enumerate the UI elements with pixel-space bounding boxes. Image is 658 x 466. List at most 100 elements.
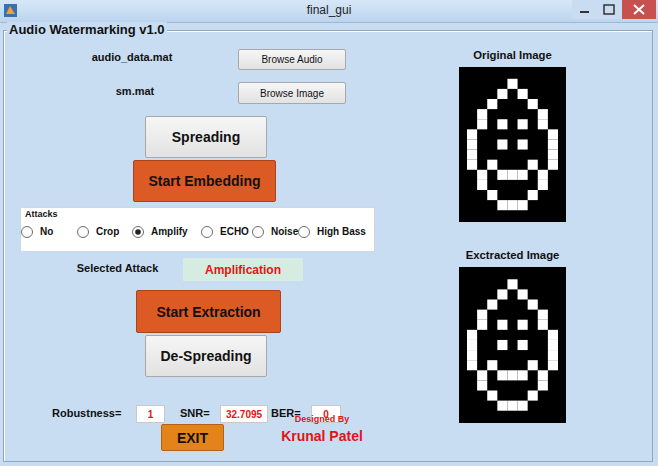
- pixel: [497, 340, 507, 350]
- pixel: [477, 380, 487, 390]
- pixel: [548, 139, 558, 149]
- pixel: [497, 89, 507, 99]
- pixel: [518, 170, 528, 180]
- pixel: [487, 300, 497, 310]
- pixel: [538, 320, 548, 330]
- group-title: Attacks: [25, 209, 58, 219]
- pixel: [528, 360, 538, 370]
- pixel: [538, 180, 548, 190]
- radio-circle: [22, 227, 33, 238]
- image-canvas: [459, 67, 566, 222]
- push-button: Start Extraction: [136, 290, 281, 333]
- radio-circle: [253, 227, 264, 238]
- field-label: sm.mat: [80, 85, 190, 97]
- close-glyph: [634, 5, 644, 14]
- field-label: Selected Attack: [55, 262, 180, 274]
- pixel: [487, 160, 497, 170]
- button-label: Start Extraction: [156, 304, 260, 320]
- pixel: [518, 289, 528, 299]
- pixel: [467, 139, 477, 149]
- push-button: EXIT: [161, 424, 224, 451]
- push-button: Spreading: [145, 116, 267, 158]
- pixel: [467, 330, 477, 340]
- pixel: [507, 279, 517, 289]
- pixel: [497, 401, 507, 411]
- minimize-glyph: [580, 11, 589, 13]
- field-label: Robustness=: [52, 407, 134, 419]
- pixel: [518, 370, 528, 380]
- pixel: [477, 370, 487, 380]
- app-icon: [4, 4, 17, 17]
- value-text: 1: [148, 409, 154, 420]
- credit-text: Designed By: [282, 414, 362, 424]
- status-text: Amplification: [205, 263, 281, 277]
- close-button: [622, 0, 656, 19]
- pixel: [497, 370, 507, 380]
- radio-circle: [78, 227, 89, 238]
- pixel: [497, 119, 507, 129]
- pixel: [538, 170, 548, 180]
- pixel: [497, 139, 507, 149]
- pixel: [477, 119, 487, 129]
- image-title: Original Image: [459, 49, 566, 61]
- radio-label: Crop: [96, 226, 132, 237]
- pixel: [487, 99, 497, 109]
- radio-label: Noise: [271, 226, 304, 237]
- pixel: [497, 200, 507, 210]
- pixel: [528, 160, 538, 170]
- pixel: [548, 160, 558, 170]
- value-box: 1: [136, 405, 165, 423]
- pixel: [497, 170, 507, 180]
- pixel: [477, 310, 487, 320]
- pixel: [467, 360, 477, 370]
- pixel: [528, 99, 538, 109]
- pixel: [548, 150, 558, 160]
- pixel: [548, 360, 558, 370]
- pixel: [518, 119, 528, 129]
- pixel: [467, 129, 477, 139]
- radio-dot: [135, 229, 141, 235]
- pixel: [548, 340, 558, 350]
- pixel: [528, 300, 538, 310]
- button-label: Browse Audio: [261, 54, 322, 65]
- app-icon-shape: [6, 6, 15, 14]
- pixel: [538, 370, 548, 380]
- pixel: [477, 320, 487, 330]
- value-text: 32.7095: [226, 409, 262, 420]
- maximize-glyph: [604, 5, 614, 14]
- maximize-button: [597, 0, 622, 19]
- radio-circle: [133, 227, 144, 238]
- radio-circle: [299, 227, 310, 238]
- pixel: [497, 320, 507, 330]
- pixel: [518, 89, 528, 99]
- button-label: Spreading: [172, 129, 240, 145]
- pixel: [528, 391, 538, 401]
- pixel: [538, 109, 548, 119]
- radio-label: High Bass: [317, 226, 373, 237]
- pixel-image: [459, 67, 566, 222]
- pixel: [518, 320, 528, 330]
- pixel: [497, 289, 507, 299]
- image-title: Exctracted Image: [459, 249, 566, 261]
- pixel: [477, 170, 487, 180]
- push-button: Start Embedding: [133, 160, 276, 202]
- image-axes: Exctracted Image: [459, 249, 566, 423]
- radio-label: No: [40, 226, 70, 237]
- button-label: De-Spreading: [160, 348, 251, 364]
- pixel: [528, 190, 538, 200]
- pixel: [507, 200, 517, 210]
- pixel: [518, 401, 528, 411]
- push-button: Browse Image: [238, 82, 346, 104]
- pixel: [477, 180, 487, 190]
- panel-title: Audio Watermarking v1.0: [7, 22, 167, 37]
- radio-group: AttacksNoCropAmplifyECHONoiseHigh Bass: [20, 207, 375, 252]
- pixel: [548, 350, 558, 360]
- pixel: [487, 391, 497, 401]
- button-label: EXIT: [177, 430, 208, 446]
- pixel: [487, 190, 497, 200]
- button-label: Browse Image: [260, 88, 324, 99]
- pixel: [467, 160, 477, 170]
- pixel: [538, 119, 548, 129]
- pixel: [507, 170, 517, 180]
- pixel: [477, 109, 487, 119]
